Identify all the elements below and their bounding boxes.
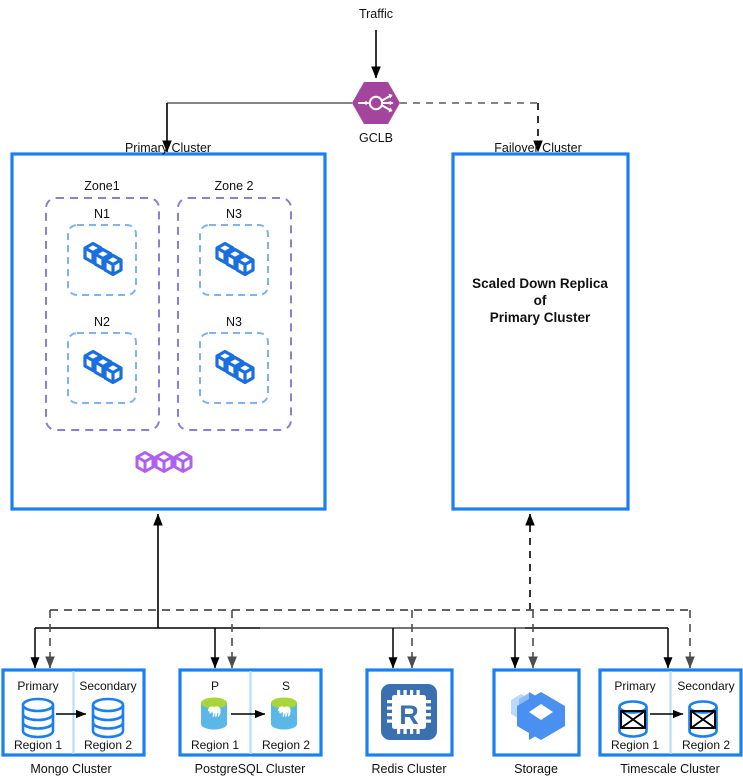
datastore-mongo-cluster[interactable]	[1, 668, 146, 757]
zone-1-label: Zone1	[84, 179, 119, 193]
timescale-cluster-caption: Timescale Cluster	[620, 762, 720, 776]
storage-caption: Storage	[514, 762, 558, 776]
redis-chip-icon	[381, 684, 437, 740]
primary-cluster-box[interactable]	[10, 152, 327, 511]
postgresql-elephant-icon	[271, 697, 297, 730]
failover-cluster-box[interactable]	[451, 152, 630, 511]
datastore-storage[interactable]	[492, 668, 581, 757]
timescale-secondary-role: Secondary	[677, 679, 734, 693]
timescale-secondary-region: Region 2	[682, 738, 730, 752]
redis-cluster-caption: Redis Cluster	[371, 762, 446, 776]
failover-cluster-label: Failover Cluster	[494, 141, 582, 155]
zone-1-box[interactable]	[45, 197, 160, 431]
postgres-secondary-region: Region 2	[262, 738, 310, 752]
mongo-secondary-region: Region 2	[84, 738, 132, 752]
zone-2-box[interactable]	[177, 197, 292, 431]
node-n3b-box[interactable]	[199, 332, 269, 404]
bus-drop-lines	[30, 610, 695, 669]
postgres-secondary-role: S	[282, 679, 290, 693]
traffic-label: Traffic	[359, 7, 393, 21]
timescale-primary-role: Primary	[614, 679, 655, 693]
timescale-primary-region: Region 1	[611, 738, 659, 752]
node-n1-box[interactable]	[67, 224, 137, 296]
gclb-label: GCLB	[359, 131, 393, 145]
edge-gclb-to-primary	[162, 102, 352, 153]
datastore-redis-cluster[interactable]	[365, 668, 454, 757]
load-balancer-icon	[358, 93, 394, 113]
node-n1-label: N1	[94, 207, 110, 221]
mongo-primary-region: Region 1	[14, 738, 62, 752]
node-n3a-label: N3	[226, 207, 242, 221]
postgresql-cluster-caption: PostgreSQL Cluster	[195, 762, 306, 776]
mongo-primary-role: Primary	[17, 679, 58, 693]
failover-body-line-1: Scaled Down Replica	[472, 276, 608, 291]
node-n3a-box[interactable]	[199, 224, 269, 296]
mongo-secondary-role: Secondary	[79, 679, 136, 693]
purple-cubes-icon	[135, 451, 193, 473]
datastore-timescale-cluster[interactable]	[598, 668, 743, 757]
postgres-primary-region: Region 1	[191, 738, 239, 752]
primary-cluster-label: Primary Cluster	[125, 141, 211, 155]
gclb-node[interactable]	[352, 82, 400, 124]
postgres-primary-role: P	[211, 679, 219, 693]
zone-2-label: Zone 2	[215, 179, 254, 193]
mongo-cluster-caption: Mongo Cluster	[30, 762, 111, 776]
failover-body-line-2: of	[534, 293, 547, 308]
node-n2-label: N2	[94, 315, 110, 329]
datastore-postgresql-cluster[interactable]	[178, 668, 323, 757]
failover-body-line-3: Primary Cluster	[490, 310, 591, 325]
node-n3b-label: N3	[226, 315, 242, 329]
postgresql-elephant-icon	[201, 697, 227, 730]
edge-gclb-to-failover	[400, 102, 543, 153]
node-n2-box[interactable]	[67, 332, 137, 404]
